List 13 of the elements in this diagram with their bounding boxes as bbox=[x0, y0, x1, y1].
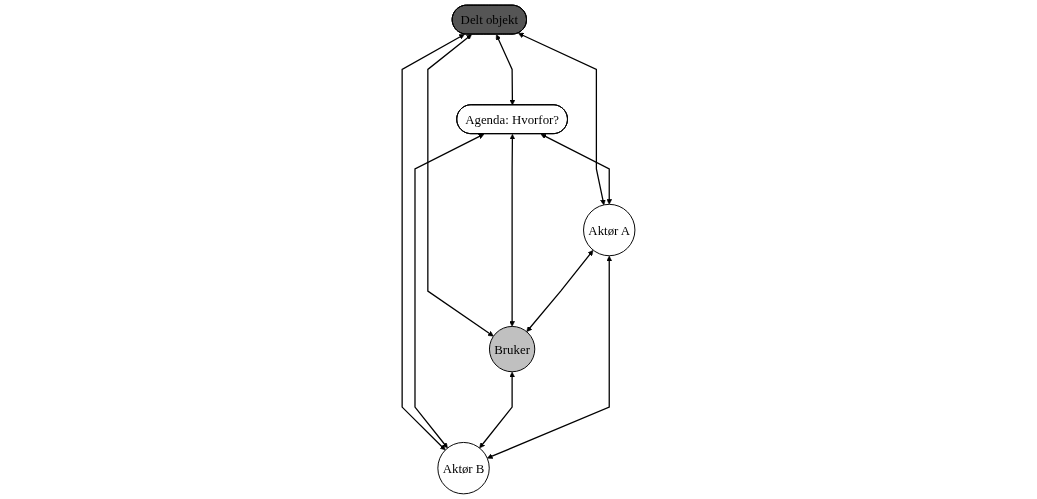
arrow bbox=[486, 255, 612, 459]
node-circle: Aktør B bbox=[437, 441, 490, 495]
arrow bbox=[479, 371, 515, 449]
node-circle: Aktør A bbox=[583, 203, 636, 257]
arrow bbox=[495, 34, 516, 106]
arrow bbox=[509, 134, 516, 327]
arrow bbox=[518, 32, 606, 206]
arrow bbox=[401, 34, 465, 451]
arrow bbox=[540, 133, 612, 205]
node-circle: Bruker bbox=[488, 325, 536, 373]
arrow bbox=[526, 250, 594, 332]
arrow bbox=[414, 133, 485, 449]
arrow bbox=[427, 34, 494, 337]
